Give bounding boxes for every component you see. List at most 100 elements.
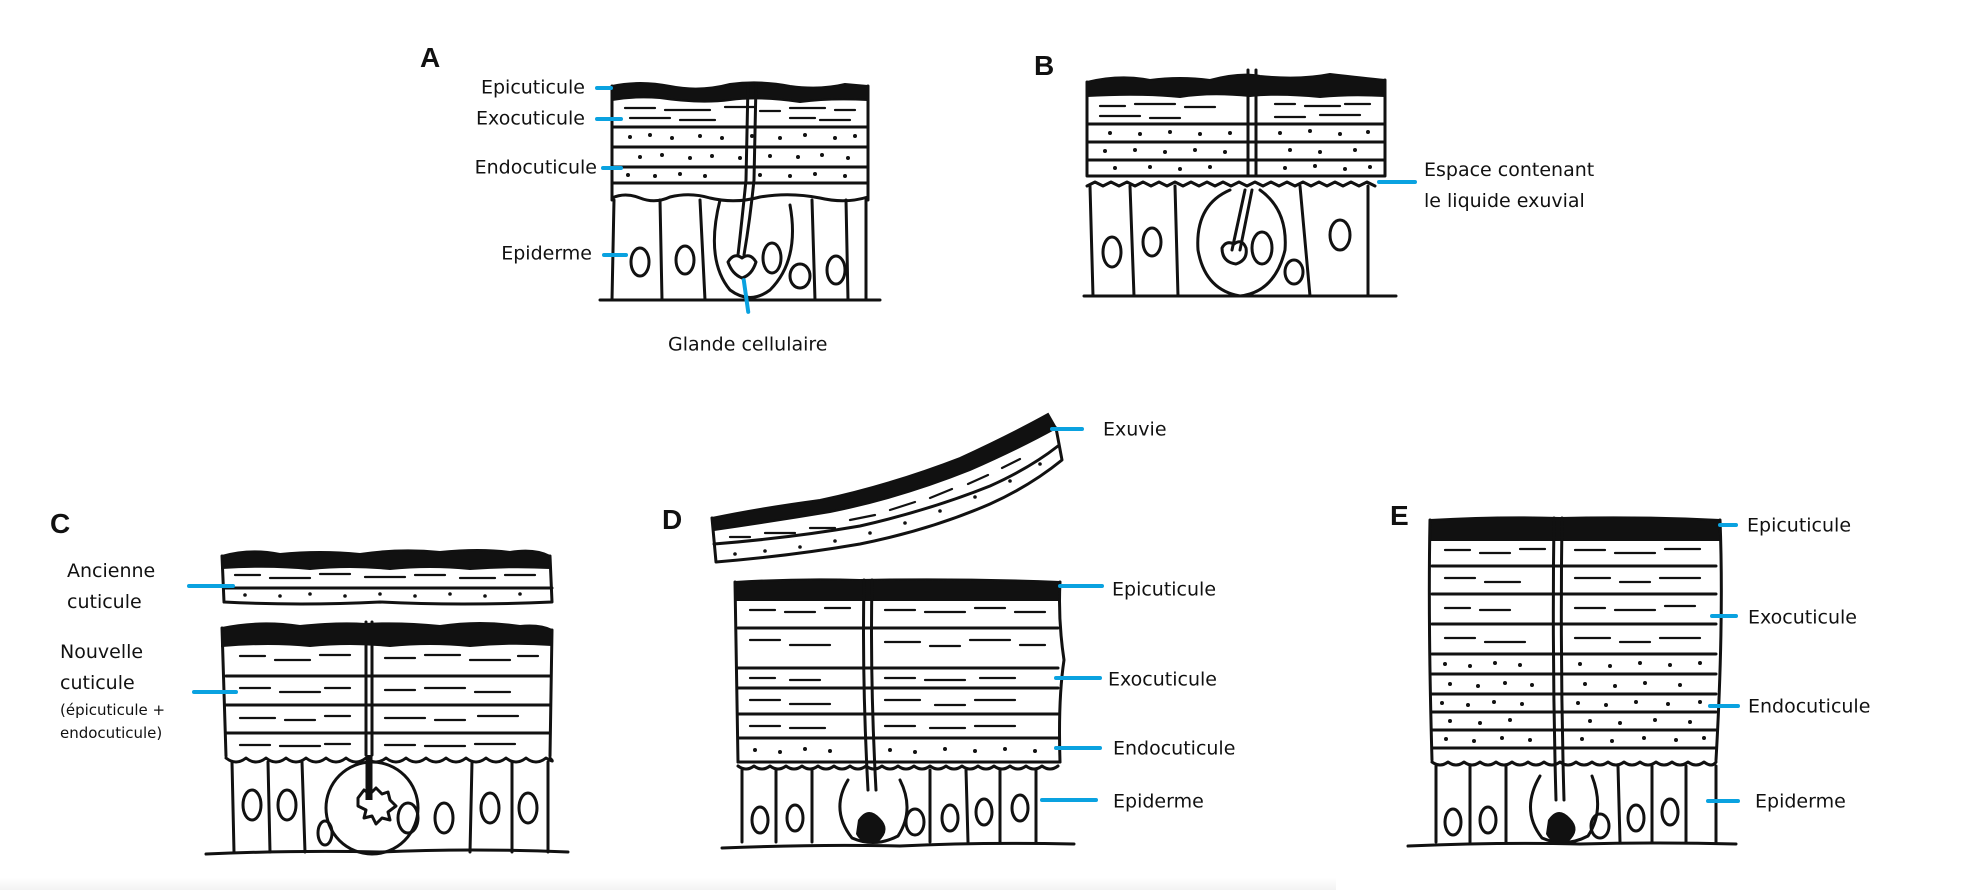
panel-e-endocuticle-dots — [1440, 661, 1706, 743]
leader-a-epiderme — [602, 253, 628, 257]
panel-a-pore-canal — [736, 82, 758, 257]
panel-c-epiderm-top — [224, 756, 554, 764]
label-a-epicuticule: Epicuticule — [480, 76, 585, 99]
label-c-nouvelle-cuticule: Nouvelle cuticule (épicuticule + endocut… — [60, 637, 165, 745]
panel-b-nuclei — [1101, 218, 1352, 286]
label-c-nouvelle-line2: cuticule — [60, 672, 135, 694]
leader-b-espace — [1377, 180, 1417, 184]
panel-e-exocuticle-dashes — [1443, 547, 1702, 644]
panel-c-drawing — [204, 549, 570, 856]
panel-c-letter: C — [50, 508, 71, 539]
panel-b-gland-duct — [1230, 188, 1254, 252]
panel-a-epiderm-top — [610, 193, 870, 203]
leader-e-epicuticule — [1718, 523, 1738, 527]
label-e-exocuticule: Exocuticule — [1748, 606, 1857, 629]
bottom-edge-strip — [0, 878, 1336, 890]
panel-b-exocuticle-dashes — [1098, 102, 1372, 120]
leader-e-epiderme — [1706, 799, 1740, 803]
label-e-epiderme: Epiderme — [1755, 790, 1846, 813]
panel-b-epiderm-top — [1085, 180, 1377, 188]
panel-a-layer-lines — [610, 125, 870, 185]
label-c-nouvelle-line4: endocuticule) — [60, 724, 163, 742]
panel-b-epiderm-cells — [1088, 184, 1370, 298]
leader-c-nouvelle — [192, 690, 238, 694]
panel-d-endocuticle-dots — [753, 747, 1037, 754]
label-e-endocuticule: Endocuticule — [1748, 695, 1871, 718]
panel-c-gland-reservoir — [356, 786, 398, 826]
label-a-epiderme: Epiderme — [501, 242, 592, 265]
panel-e-letter: E — [1390, 500, 1409, 531]
leader-d-exuvie — [1050, 427, 1084, 431]
panel-d-letter: D — [662, 504, 683, 535]
panel-e-nuclei — [1443, 797, 1680, 840]
panel-a-letter: A — [420, 42, 441, 73]
panel-e-epiderm-cells — [1434, 764, 1718, 844]
label-d-exocuticule: Exocuticule — [1108, 668, 1217, 691]
panel-d-epicuticle-layer — [734, 578, 1061, 601]
panel-c-old-cuticle-dots — [243, 592, 522, 598]
label-c-ancienne-line1: Ancienne — [67, 560, 156, 582]
panel-d-drawing — [710, 412, 1076, 850]
leader-a-endocuticule — [601, 166, 623, 170]
label-d-endocuticule: Endocuticule — [1113, 737, 1236, 760]
panel-e-pore-canal — [1551, 516, 1566, 802]
panel-d-pore-canal — [862, 578, 878, 792]
panel-d-exuvie-epicuticle — [710, 412, 1058, 532]
panel-d-exuvie-outline — [710, 426, 1064, 564]
panel-a-nuclei — [629, 241, 847, 290]
leader-e-endocuticule — [1708, 704, 1740, 708]
panel-d-layer-lines — [736, 626, 1062, 764]
panel-e-basal-line — [1406, 841, 1738, 848]
panel-e-gland-secretion — [1546, 811, 1576, 843]
label-a-endocuticule: Endocuticule — [474, 156, 597, 179]
label-a-glande-cellulaire: Glande cellulaire — [668, 333, 828, 356]
leader-a-exocuticule — [595, 117, 623, 121]
panel-d-cuticle-outline — [733, 580, 1066, 764]
panel-d-basal-line — [720, 841, 1076, 850]
panel-b-layer-lines — [1085, 122, 1387, 162]
panel-e-epicuticle-layer — [1429, 516, 1721, 541]
leader-c-ancienne — [187, 584, 235, 588]
label-d-exuvie: Exuvie — [1103, 418, 1167, 441]
panel-b-drawing — [1082, 68, 1398, 298]
panel-a-epiderm-cells — [610, 198, 868, 302]
panel-a-gland-cell — [712, 198, 794, 299]
panel-d-epiderm-top — [736, 764, 1060, 771]
label-c-ancienne-line2: cuticule — [67, 591, 142, 613]
panel-a-cuticle-outline — [610, 84, 870, 202]
panel-c-new-epicuticle — [221, 622, 553, 648]
panel-c-old-cuticle-outline — [220, 554, 554, 606]
label-c-ancienne-cuticule: Ancienne cuticule — [67, 556, 155, 618]
panel-a-exocuticle-dashes — [623, 105, 857, 122]
panel-c-old-cuticle-dashes — [233, 572, 537, 580]
panel-d-nuclei — [750, 793, 1030, 837]
panel-e-layer-lines — [1430, 564, 1718, 750]
panel-a-epicuticle-layer — [611, 81, 869, 104]
panel-a-endocuticle-dots — [626, 133, 857, 178]
label-c-nouvelle-line1: Nouvelle — [60, 641, 144, 663]
panel-a-drawing — [598, 81, 882, 302]
panel-c-nuclei — [241, 788, 539, 847]
label-e-epicuticule: Epicuticule — [1747, 514, 1852, 537]
panel-d-exuvie-dots — [733, 462, 1042, 556]
panel-c-new-layer-lines — [224, 674, 552, 735]
leader-a-epicuticule — [595, 86, 613, 90]
panel-d-epiderm-cells — [740, 768, 1038, 844]
leader-d-epiderme — [1040, 798, 1098, 802]
panel-b-endocuticle-dots — [1103, 129, 1372, 171]
label-a-exocuticule: Exocuticule — [476, 107, 585, 130]
label-b-line2: le liquide exuvial — [1424, 190, 1585, 212]
panel-e-epiderm-top — [1430, 760, 1718, 767]
panel-d-gland-secretion — [856, 811, 886, 843]
panel-c-basal-line — [204, 848, 570, 856]
panel-a-gland-reservoir — [726, 254, 758, 280]
panel-e-cuticle-outline — [1427, 518, 1723, 762]
leader-e-exocuticule — [1710, 614, 1738, 618]
label-b-espace-liquide-exuvial: Espace contenant le liquide exuvial — [1424, 155, 1594, 217]
label-b-line1: Espace contenant — [1424, 159, 1595, 181]
panel-d-exocuticle-dashes — [748, 606, 1047, 730]
leader-d-endocuticule — [1054, 746, 1102, 750]
panel-e-drawing — [1406, 516, 1738, 848]
